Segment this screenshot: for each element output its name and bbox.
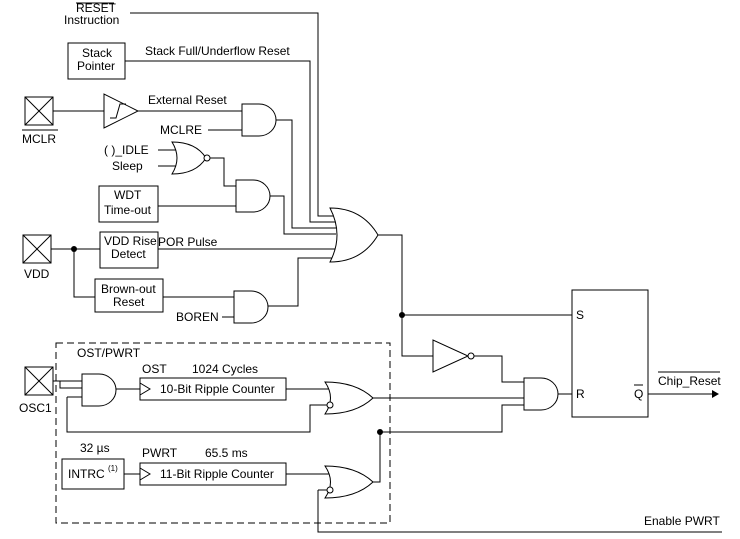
- mclre-label: MCLRE: [160, 123, 202, 137]
- stack-box-label-2: Pointer: [77, 59, 115, 73]
- and-gate-brownout: [233, 290, 269, 324]
- mclr-pin-label: MCLR: [22, 132, 56, 146]
- sleep-label: Sleep: [112, 159, 143, 173]
- ripple-counter-11-box: [139, 462, 287, 486]
- reset-label: RESET: [76, 1, 117, 15]
- intrc-label: INTRC: [68, 467, 105, 481]
- instruction-label: Instruction: [64, 13, 119, 27]
- vdd-rise-label-2: Detect: [111, 247, 146, 261]
- wdt-label-1: WDT: [114, 188, 142, 202]
- vdd-rise-label-1: VDD Rise: [104, 234, 157, 248]
- intrc-box: [61, 458, 125, 490]
- osc1-pin-label: OSC1: [19, 401, 52, 415]
- stack-reset-label: Stack Full/Underflow Reset: [145, 44, 290, 58]
- osc1-pin-icon: [24, 366, 54, 396]
- and-gate-osc1: [81, 373, 117, 407]
- latch-r-label: R: [576, 387, 585, 401]
- ripple-10-label: 10-Bit Ripple Counter: [160, 382, 275, 396]
- vdd-rise-detect-box: [99, 231, 159, 269]
- wdt-box: [98, 185, 159, 223]
- stack-box-label-1: Stack: [82, 46, 113, 60]
- vdd-pin-icon: [22, 234, 52, 264]
- boren-label: BOREN: [176, 310, 219, 324]
- latch-q-label: Q: [634, 387, 643, 401]
- brownout-label-2: Reset: [113, 295, 145, 309]
- por-pulse-label: POR Pulse: [158, 235, 218, 249]
- wires: [51, 12, 722, 533]
- and-gate-mclr: [241, 103, 277, 137]
- ost-pwrt-label: OST/PWRT: [77, 346, 141, 360]
- idle-label: ( )_IDLE: [104, 143, 149, 157]
- wdt-label-2: Time-out: [104, 203, 152, 217]
- stack-pointer-box: [67, 42, 126, 80]
- inverter-gate: [432, 339, 475, 373]
- external-reset-label: External Reset: [148, 93, 227, 107]
- intrc-note-label: (1): [108, 464, 118, 473]
- enable-pwrt-label: Enable PWRT: [644, 514, 720, 528]
- brownout-reset-box: [94, 278, 164, 313]
- ost-cycles-label: 1024 Cycles: [192, 362, 258, 376]
- or-gate-reset-combine: [329, 207, 379, 263]
- sr-latch-box: [571, 289, 649, 418]
- schmitt-buffer-gate: [103, 93, 140, 129]
- latch-s-label: S: [576, 308, 584, 322]
- chip-reset-label: Chip_Reset: [658, 374, 721, 388]
- ost-pwrt-region: [55, 342, 391, 524]
- and-gate-final: [523, 377, 559, 411]
- intrc-time-label: 32 µs: [80, 441, 110, 455]
- nor-gate-sleep: [171, 141, 211, 175]
- brownout-label-1: Brown-out: [101, 282, 156, 296]
- ost-label: OST: [142, 362, 167, 376]
- pwrt-label: PWRT: [142, 446, 178, 460]
- or-gate-ost: [324, 381, 374, 415]
- and-gate-wdt: [235, 179, 271, 213]
- vdd-pin-label: VDD: [24, 267, 50, 281]
- or-gate-pwrt: [324, 465, 374, 499]
- mclr-pin-icon: [24, 96, 54, 126]
- pwrt-time-label: 65.5 ms: [205, 446, 248, 460]
- ripple-11-label: 11-Bit Ripple Counter: [160, 467, 274, 481]
- ripple-counter-10-box: [139, 377, 287, 401]
